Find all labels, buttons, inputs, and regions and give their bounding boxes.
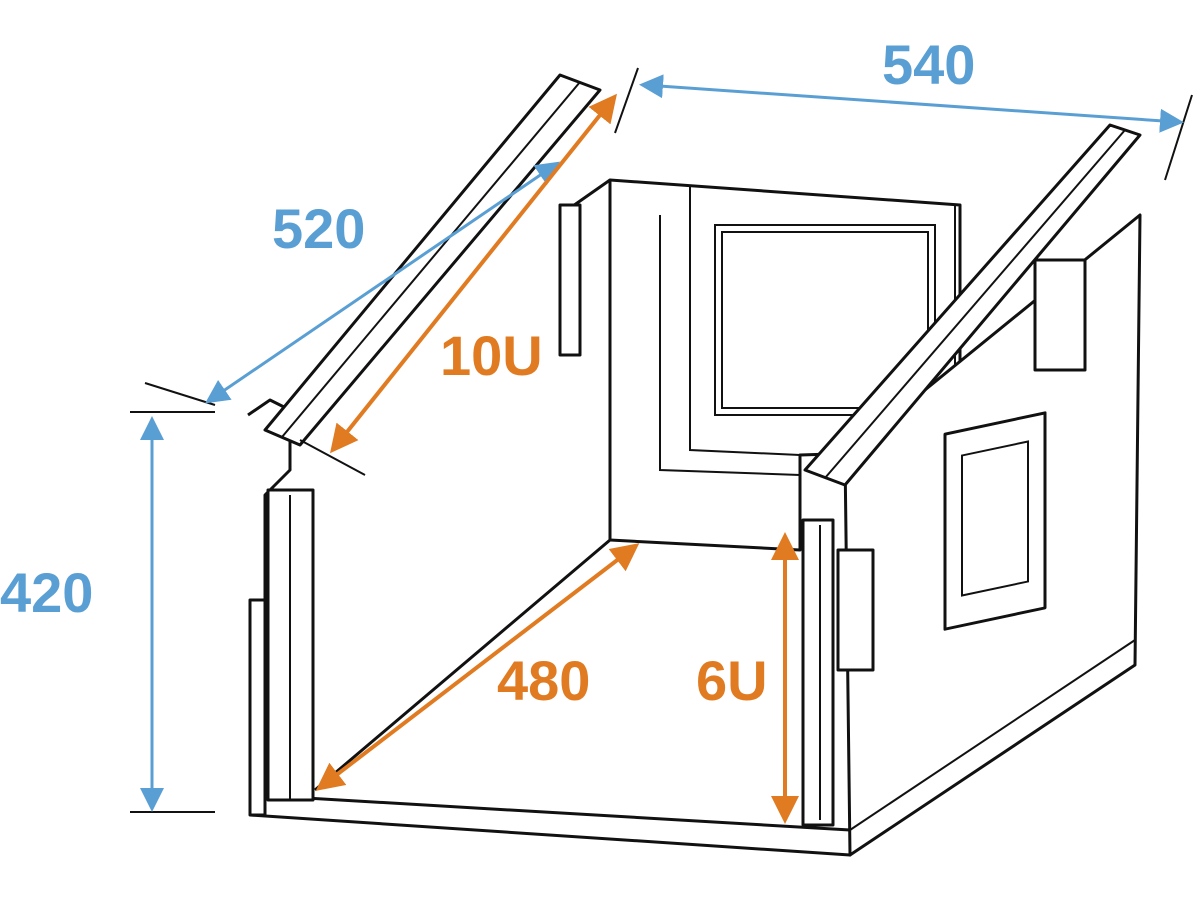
left-top-rail [263, 73, 602, 447]
back-window [714, 224, 936, 416]
inner-depth-arrow [315, 543, 640, 791]
rear-latch [1033, 258, 1087, 372]
width-arrow [639, 74, 1184, 133]
front-latch [836, 548, 875, 672]
right-rack-rail [801, 518, 835, 827]
case-body [130, 67, 1193, 857]
top-rack-units-arrow [330, 93, 617, 454]
right-top-rail-line [824, 129, 1126, 479]
back-window-inner [721, 231, 929, 409]
dimension-arrows [140, 74, 1184, 824]
front-rack-units-label: 6U [696, 649, 768, 712]
dimension-labels: 540 520 420 10U 480 6U [0, 33, 975, 712]
width-label: 540 [882, 33, 975, 96]
rear-rack-rail [558, 203, 582, 357]
front-bottom-edge [249, 793, 852, 857]
back-panel-inner [659, 215, 801, 476]
height-label: 420 [0, 561, 93, 624]
right-top-rail [803, 123, 1142, 487]
top-rack-units-label: 10U [440, 324, 543, 387]
side-handle [943, 411, 1047, 631]
extension-lines [130, 67, 1193, 813]
right-side-trim [849, 639, 1136, 831]
inner-depth-label: 480 [497, 649, 590, 712]
depth-label: 520 [272, 197, 365, 260]
side-handle-grip [961, 440, 1029, 597]
left-front-post [247, 398, 292, 817]
